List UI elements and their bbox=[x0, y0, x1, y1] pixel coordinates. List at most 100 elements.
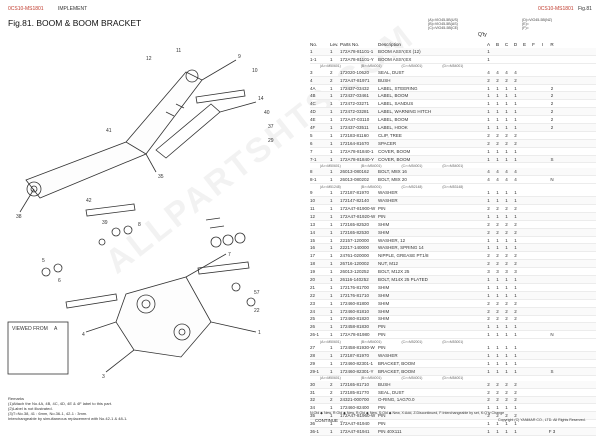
cell-qty: 1 bbox=[514, 292, 517, 298]
cell-qty: 1 bbox=[487, 101, 490, 107]
cell-qty: 1 bbox=[487, 292, 490, 298]
cell-part-no: 172460-81810 bbox=[340, 308, 370, 314]
cell-description: BOLT, M8X 16 bbox=[378, 169, 407, 175]
cell-part-no: 172176-81710 bbox=[340, 292, 370, 298]
cell-qty: 1 bbox=[505, 405, 508, 411]
cell-no: 18 bbox=[310, 261, 316, 267]
cell-qty: 1 bbox=[514, 245, 517, 251]
cell-qty: 2 bbox=[505, 308, 508, 314]
cell-lev: 2 bbox=[330, 69, 333, 75]
cell-qty: 1 bbox=[487, 48, 490, 54]
cell-description: SHIM bbox=[378, 221, 390, 227]
cell-qty: 2 bbox=[487, 77, 490, 83]
cell-qty: 2 bbox=[505, 261, 508, 267]
cell-qty: 2 bbox=[496, 397, 499, 403]
cell-no: 9 bbox=[310, 190, 313, 196]
col-qf: F bbox=[532, 41, 535, 47]
cell-qty: 1 bbox=[505, 332, 508, 338]
cell-part-no: 172A47-81941 bbox=[340, 429, 370, 435]
cell-r: F 3 bbox=[548, 429, 556, 435]
serial-range: (C>=M54001) bbox=[401, 376, 423, 381]
cell-description: SHIM bbox=[378, 316, 390, 322]
cell-description: BRACKET, BOOM bbox=[378, 360, 416, 366]
callout-label: 11 bbox=[176, 48, 181, 54]
serial-range: (A>=M50601) bbox=[320, 64, 341, 69]
cell-qty: 2 bbox=[505, 381, 508, 387]
cell-qty: 4 bbox=[514, 177, 517, 183]
cell-part-no: 172460-82301-1 bbox=[340, 360, 374, 366]
cell-r: 2 bbox=[550, 93, 554, 99]
cell-lev: 1 bbox=[330, 229, 333, 235]
cell-qty: 1 bbox=[487, 245, 490, 251]
cell-qty: 1 bbox=[514, 284, 517, 290]
serial-range: (B>=M54001) bbox=[360, 339, 382, 344]
cell-lev: 1 bbox=[330, 284, 333, 290]
cell-qty: 1 bbox=[496, 429, 499, 435]
cell-qty: 2 bbox=[514, 253, 517, 259]
cell-qty: 1 bbox=[487, 360, 490, 366]
callout-label: 37 bbox=[268, 124, 274, 130]
cell-qty: 1 bbox=[505, 85, 508, 91]
cell-qty: 2 bbox=[505, 229, 508, 235]
continue-link[interactable]: CONTINUE → bbox=[315, 418, 344, 423]
cell-qty: 1 bbox=[496, 85, 499, 91]
cell-description: SEAL, DUST bbox=[378, 389, 405, 395]
cell-part-no: 24761-020000 bbox=[340, 253, 370, 259]
pin-right bbox=[197, 261, 250, 275]
cell-qty: 4 bbox=[505, 69, 508, 75]
cell-part-no: 172460-81820 bbox=[340, 316, 370, 322]
cell-qty: 1 bbox=[487, 353, 490, 358]
cell-qty: 1 bbox=[487, 156, 490, 162]
cell-qty: 1 bbox=[487, 345, 490, 351]
cell-qty: 1 bbox=[514, 276, 517, 282]
header-left-code: 0CS10-MS1801 bbox=[8, 6, 44, 12]
cell-lev: 1 bbox=[330, 109, 333, 115]
cell-qty: 2 bbox=[496, 413, 499, 419]
